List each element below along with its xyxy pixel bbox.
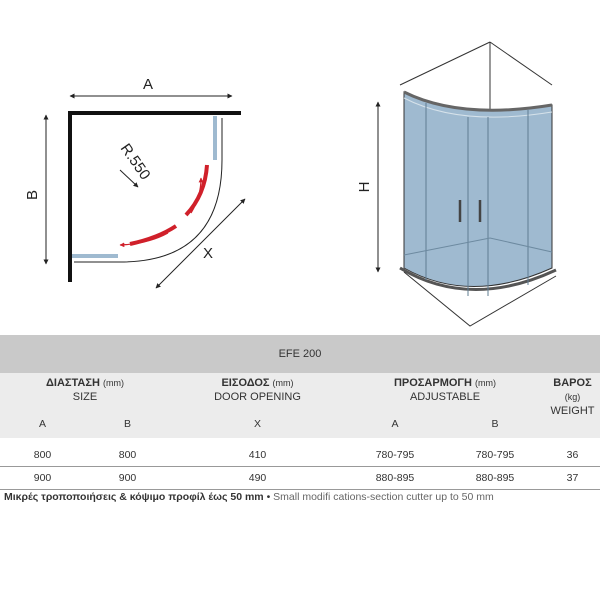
sliding-door-lower xyxy=(129,224,178,246)
spec-table: EFE 200 ΔΙΑΣΤΑΣΗ (mm) SIZE ΕΙΣΟΔΟΣ (mm) … xyxy=(0,335,600,490)
header-size: ΔΙΑΣΤΑΣΗ (mm) SIZE xyxy=(46,377,124,403)
radius-label: R.550 xyxy=(117,141,154,184)
footnote-greek: Μικρές τροποποιήσεις & κόψιμο προφίλ έως… xyxy=(4,491,264,503)
dimension-a-label: A xyxy=(143,76,153,93)
radius-arrow xyxy=(119,169,139,188)
dimension-x-line xyxy=(155,198,246,289)
corner-walls xyxy=(68,111,241,282)
table-subheader: A B X A B xyxy=(0,410,600,438)
plan-view: A B R.550 X xyxy=(24,76,246,289)
model-title: EFE 200 xyxy=(0,335,600,373)
shower-tray xyxy=(399,266,557,291)
footnote-separator: • xyxy=(263,491,274,503)
header-weight: ΒΑΡΟΣ (kg) WEIGHT xyxy=(550,377,595,417)
dimension-b-label: B xyxy=(24,190,41,200)
header-door-opening: ΕΙΣΟΔΟΣ (mm) DOOR OPENING xyxy=(214,377,301,403)
sliding-door-upper xyxy=(184,164,209,217)
table-header: ΔΙΑΣΤΑΣΗ (mm) SIZE ΕΙΣΟΔΟΣ (mm) DOOR OPE… xyxy=(0,373,600,417)
dimension-x-label: X xyxy=(203,245,213,262)
perspective-view: H xyxy=(356,41,557,327)
table-row: 800 800 410 780-795 780-795 36 xyxy=(0,444,600,467)
dimension-h-label: H xyxy=(356,182,373,193)
header-adjustable: ΠΡΟΣΑΡΜΟΓΗ (mm) ADJUSTABLE xyxy=(393,377,497,403)
footnote-english: Small modifi cations-section cutter up t… xyxy=(273,491,494,503)
footnote: Μικρές τροποποιήσεις & κόψιμο προφίλ έως… xyxy=(4,491,600,503)
table-row: 900 900 490 880-895 880-895 37 xyxy=(0,467,600,490)
shower-diagram: A B R.550 X H xyxy=(24,41,557,327)
